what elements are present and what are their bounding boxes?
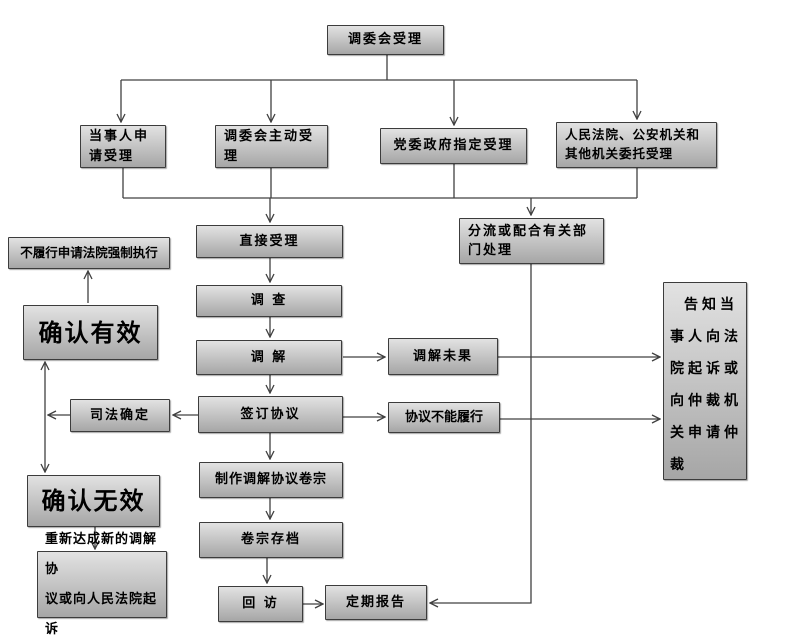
node-inform-litigation: 告知当 事人向法 院起诉或 向仲裁机 关申请仲 裁 [663, 282, 747, 480]
node-court-entrusted: 人民法院、公安机关和 其他机关委托受理 [556, 122, 717, 168]
node-revisit: 回 访 [218, 586, 303, 622]
node-make-mediation-file: 制作调解协议卷宗 [199, 462, 343, 498]
node-judicial-confirm: 司法确定 [70, 399, 170, 432]
node-party-apply: 当事人申 请受理 [80, 125, 166, 168]
node-confirm-invalid: 确认无效 [27, 475, 160, 527]
node-committee-accept: 调委会受理 [327, 25, 444, 55]
node-gov-assigned: 党委政府指定受理 [380, 128, 527, 164]
node-confirm-valid: 确认有效 [23, 305, 158, 360]
node-archive-file: 卷宗存档 [199, 522, 343, 558]
node-sign-agreement: 签订协议 [198, 396, 343, 433]
node-renew-or-sue: 重新达成新的调解协 议或向人民法院起诉 [37, 532, 167, 637]
node-investigate: 调 查 [196, 285, 342, 317]
node-mediation-failed: 调解未果 [388, 338, 498, 375]
node-committee-initiative: 调委会主动受 理 [215, 125, 328, 168]
node-divert: 分流或配合有关部 门处理 [459, 218, 604, 264]
node-periodic-report: 定期报告 [325, 585, 427, 620]
node-apply-enforcement: 不履行申请法院强制执行 [8, 237, 170, 269]
node-mediate: 调 解 [196, 340, 342, 375]
node-agreement-not-performed: 协议不能履行 [388, 402, 500, 433]
node-direct-accept: 直接受理 [196, 225, 343, 258]
